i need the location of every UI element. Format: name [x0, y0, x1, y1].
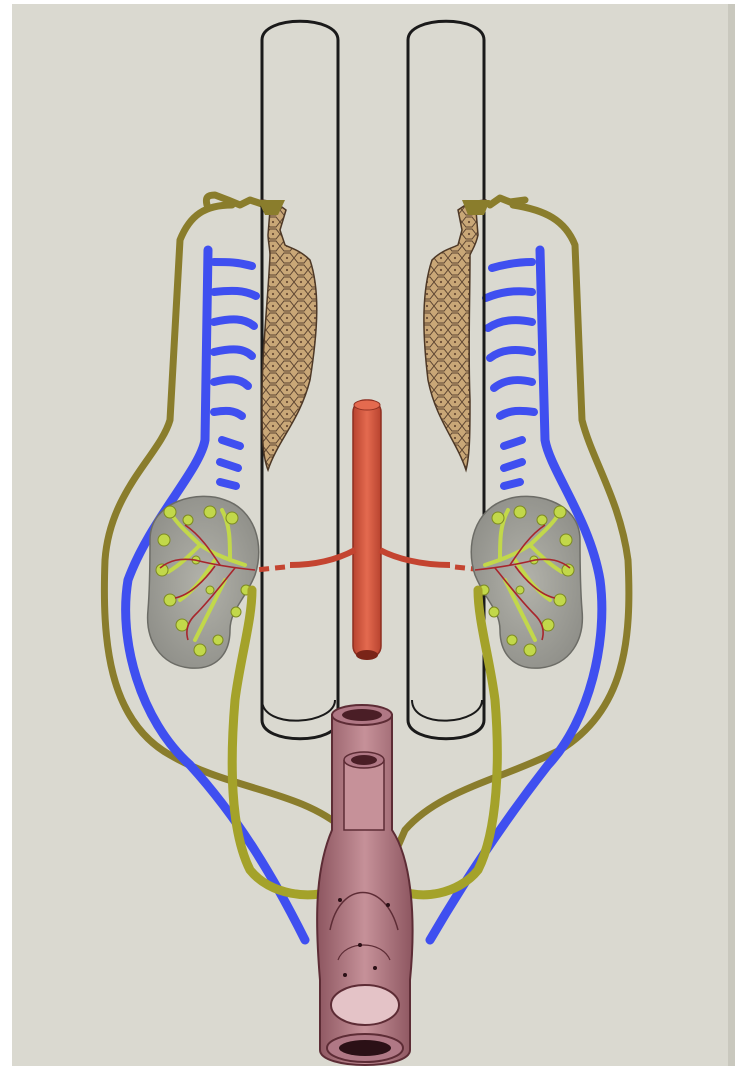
paper-edge-right	[728, 4, 735, 1066]
